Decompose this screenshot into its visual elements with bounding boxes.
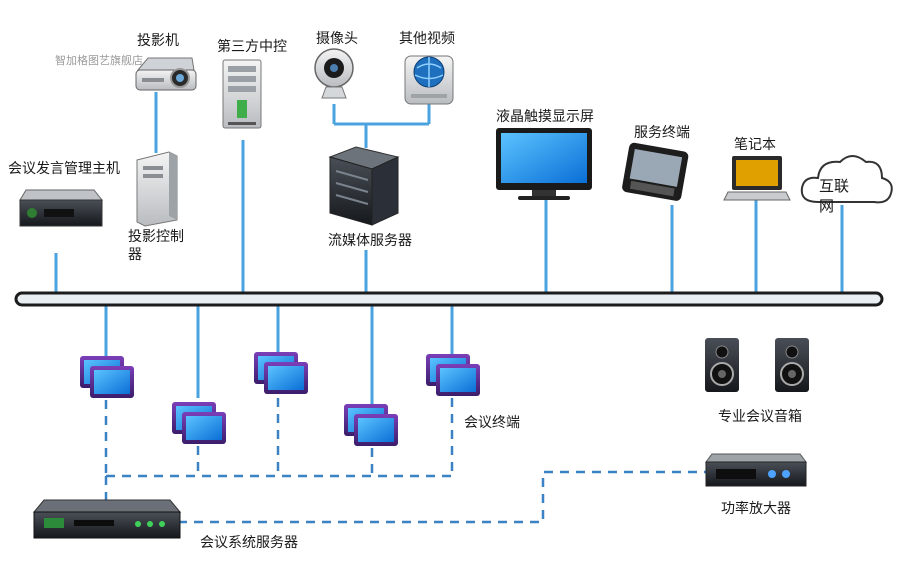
label-projector: 投影机	[137, 33, 179, 49]
laptop-icon	[723, 156, 791, 201]
speaker-right-icon	[775, 338, 809, 392]
dashed-links	[104, 398, 710, 524]
control-tower-icon	[222, 59, 262, 129]
network-bus-bar	[14, 291, 884, 307]
bus-connectors	[54, 92, 844, 404]
projector-icon	[135, 57, 197, 91]
other-video-icon	[404, 55, 454, 105]
meeting-system-server-icon	[32, 499, 182, 539]
label-service-terminal: 服务终端	[634, 125, 690, 141]
meeting-terminal-group-2	[172, 402, 226, 444]
label-camera: 摄像头	[316, 31, 358, 47]
speaker-left-icon	[705, 338, 739, 392]
label-other-video: 其他视频	[399, 31, 455, 47]
label-speech-host: 会议发言管理主机	[8, 161, 120, 177]
label-lcd-touch-display: 液晶触摸显示屏	[496, 109, 594, 125]
internet-cloud-icon	[800, 155, 893, 204]
meeting-terminal-group-1	[80, 356, 134, 398]
service-terminal-icon	[622, 142, 689, 201]
label-meeting-terminal: 会议终端	[464, 415, 520, 431]
label-internet: 互联网	[819, 177, 850, 215]
label-pro-speakers: 专业会议音箱	[718, 409, 802, 425]
projection-controller-icon	[136, 151, 178, 227]
label-power-amplifier: 功率放大器	[721, 501, 791, 517]
power-amplifier-icon	[705, 453, 807, 487]
label-projection-controller: 投影控制器	[128, 229, 184, 263]
label-meeting-system-server: 会议系统服务器	[200, 535, 298, 551]
label-third-party-control: 第三方中控	[217, 39, 287, 55]
speech-host-icon	[19, 189, 104, 227]
camera-icon	[314, 48, 354, 99]
meeting-terminal-group-4	[344, 404, 398, 446]
label-laptop: 笔记本	[734, 137, 776, 153]
watermark-text: 智加格图艺旗舰店	[55, 54, 143, 67]
label-streaming-server: 流媒体服务器	[328, 233, 412, 249]
meeting-terminal-group-3	[254, 352, 308, 394]
lcd-display-icon	[496, 128, 592, 200]
streaming-server-icon	[328, 146, 400, 226]
meeting-terminal-group-5	[426, 354, 480, 396]
